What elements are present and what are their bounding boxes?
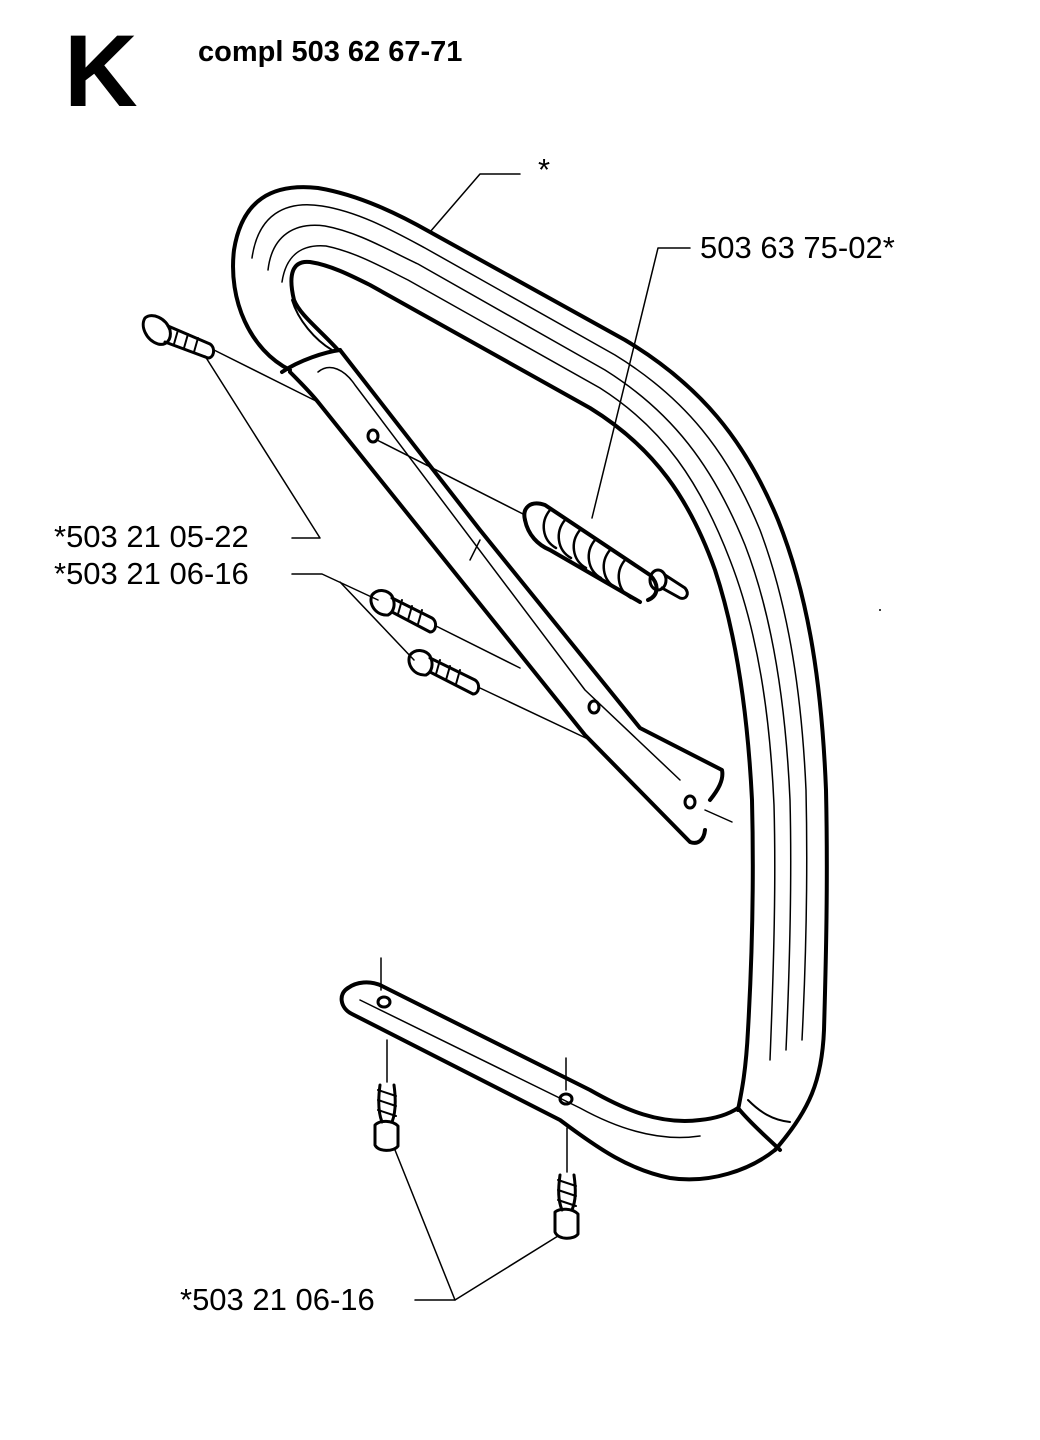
front-handle bbox=[231, 185, 829, 1152]
callout-handle: * bbox=[538, 152, 551, 187]
middle-screws bbox=[369, 589, 591, 741]
callout-mid-screws: *503 21 06-16 bbox=[54, 556, 249, 591]
callout-bottom-screws: *503 21 06-16 bbox=[180, 1282, 375, 1317]
upper-screw bbox=[141, 314, 319, 403]
damper-spring bbox=[376, 439, 689, 604]
section-letter: K bbox=[64, 14, 138, 128]
lower-bracket bbox=[339, 957, 777, 1182]
callout-upper-screw: *503 21 05-22 bbox=[54, 519, 249, 554]
stray-dot bbox=[879, 609, 881, 611]
bottom-screws bbox=[373, 1039, 580, 1240]
upper-bracket bbox=[288, 348, 733, 845]
leader-lines bbox=[204, 173, 691, 1301]
callout-damper: 503 63 75-02* bbox=[700, 230, 895, 265]
assembly-title: compl 503 62 67-71 bbox=[198, 36, 463, 68]
